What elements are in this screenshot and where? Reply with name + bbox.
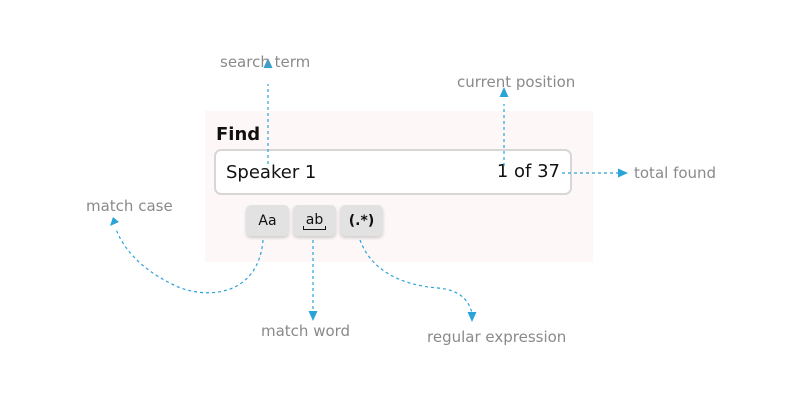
search-box[interactable]: 1 of 37: [214, 149, 572, 195]
annotation-regular-expression: regular expression: [427, 328, 567, 346]
annotation-match-word: match word: [261, 322, 351, 340]
match-count: 1 of 37: [496, 161, 560, 182]
search-input[interactable]: [226, 151, 476, 193]
match-case-button[interactable]: Aa: [246, 205, 289, 236]
regex-button[interactable]: (.*): [340, 205, 383, 236]
match-word-icon: ab: [302, 212, 327, 230]
annotation-match-case: match case: [86, 197, 173, 215]
arrowhead-regex: [467, 312, 477, 322]
annotation-total-found: total found: [634, 164, 717, 182]
annotation-current-position: current position: [457, 73, 576, 91]
arrowhead-total-found: [618, 168, 628, 178]
regex-icon: (.*): [348, 212, 375, 229]
annotation-search-term: search term: [220, 53, 311, 71]
arrowhead-match-word: [308, 311, 318, 321]
arrowhead-match-case: [110, 217, 119, 226]
match-word-button[interactable]: ab: [293, 205, 336, 236]
find-title: Find: [216, 124, 261, 145]
match-case-icon: Aa: [258, 212, 277, 229]
